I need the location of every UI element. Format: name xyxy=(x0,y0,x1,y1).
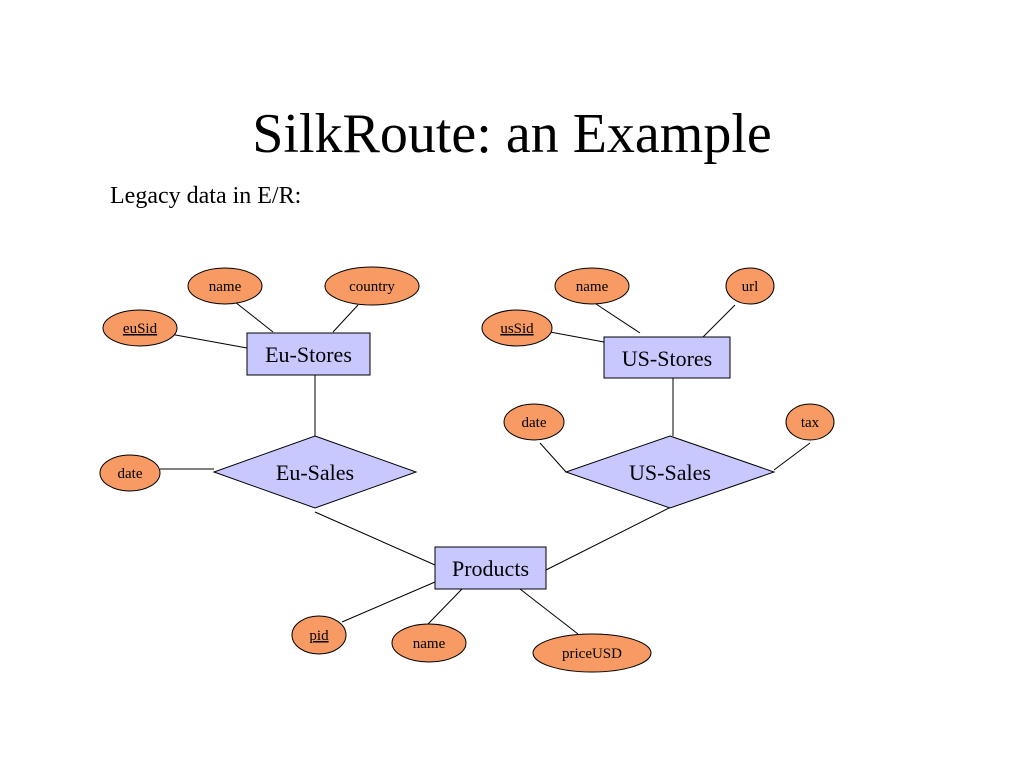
edge-eu-stores-country xyxy=(332,304,359,333)
edge-us-stores-ussid xyxy=(549,331,605,343)
edge-eu-stores-eusid xyxy=(169,333,248,349)
edge-products-price xyxy=(519,588,579,635)
edge-products-name xyxy=(427,588,463,625)
relationship-us-sales: US-Sales xyxy=(564,435,776,509)
entity-eu-stores: Eu-Stores xyxy=(246,332,371,376)
attribute-eu-stores-country: country xyxy=(324,266,420,306)
attribute-label: url xyxy=(742,279,759,295)
edge-eu-stores-name xyxy=(234,301,274,333)
edge-products-pid xyxy=(341,581,436,623)
attribute-eu-stores-name: name xyxy=(187,267,263,305)
attribute-eu-sales-date: date xyxy=(99,454,161,492)
entity-us-stores: US-Stores xyxy=(603,336,731,379)
attribute-us-sales-date: date xyxy=(503,403,565,441)
attribute-label: priceUSD xyxy=(562,646,622,662)
attribute-us-stores-key: usSid xyxy=(481,309,553,347)
attribute-label: name xyxy=(209,279,242,295)
edge-us-sales-products xyxy=(545,505,674,571)
edge-us-sales-date xyxy=(539,442,567,473)
attribute-products-key: pid xyxy=(291,615,347,655)
entity-label: Eu-Stores xyxy=(265,342,352,367)
attribute-label: country xyxy=(349,279,395,295)
key-attribute-label: euSid xyxy=(123,321,158,337)
attribute-label: date xyxy=(118,466,143,482)
attribute-products-price: priceUSD xyxy=(532,633,652,673)
attribute-products-name: name xyxy=(391,623,467,663)
attribute-us-stores-url: url xyxy=(725,267,775,305)
attribute-us-stores-name: name xyxy=(554,267,630,305)
entity-products: Products xyxy=(434,546,547,590)
attribute-eu-stores-key: euSid xyxy=(102,309,178,347)
relationship-label: US-Sales xyxy=(629,460,711,485)
edge-us-sales-tax xyxy=(773,442,811,471)
key-attribute-label: usSid xyxy=(500,321,534,337)
attribute-label: name xyxy=(413,636,446,652)
edge-us-stores-name xyxy=(595,303,641,334)
attribute-us-sales-tax: tax xyxy=(785,403,835,441)
key-attribute-label: pid xyxy=(309,628,329,644)
relationship-label: Eu-Sales xyxy=(276,460,354,485)
attribute-label: date xyxy=(522,415,547,431)
entity-label: Products xyxy=(452,556,529,581)
edges xyxy=(160,301,811,635)
edge-us-stores-url xyxy=(699,304,736,341)
edge-eu-sales-products xyxy=(314,511,436,566)
entity-label: US-Stores xyxy=(622,346,712,371)
attribute-label: tax xyxy=(801,415,820,431)
relationship-eu-sales: Eu-Sales xyxy=(212,435,418,509)
slide-title: SilkRoute: an Example xyxy=(252,103,772,165)
slide-subtitle: Legacy data in E/R: xyxy=(110,183,302,209)
attribute-label: name xyxy=(576,279,609,295)
